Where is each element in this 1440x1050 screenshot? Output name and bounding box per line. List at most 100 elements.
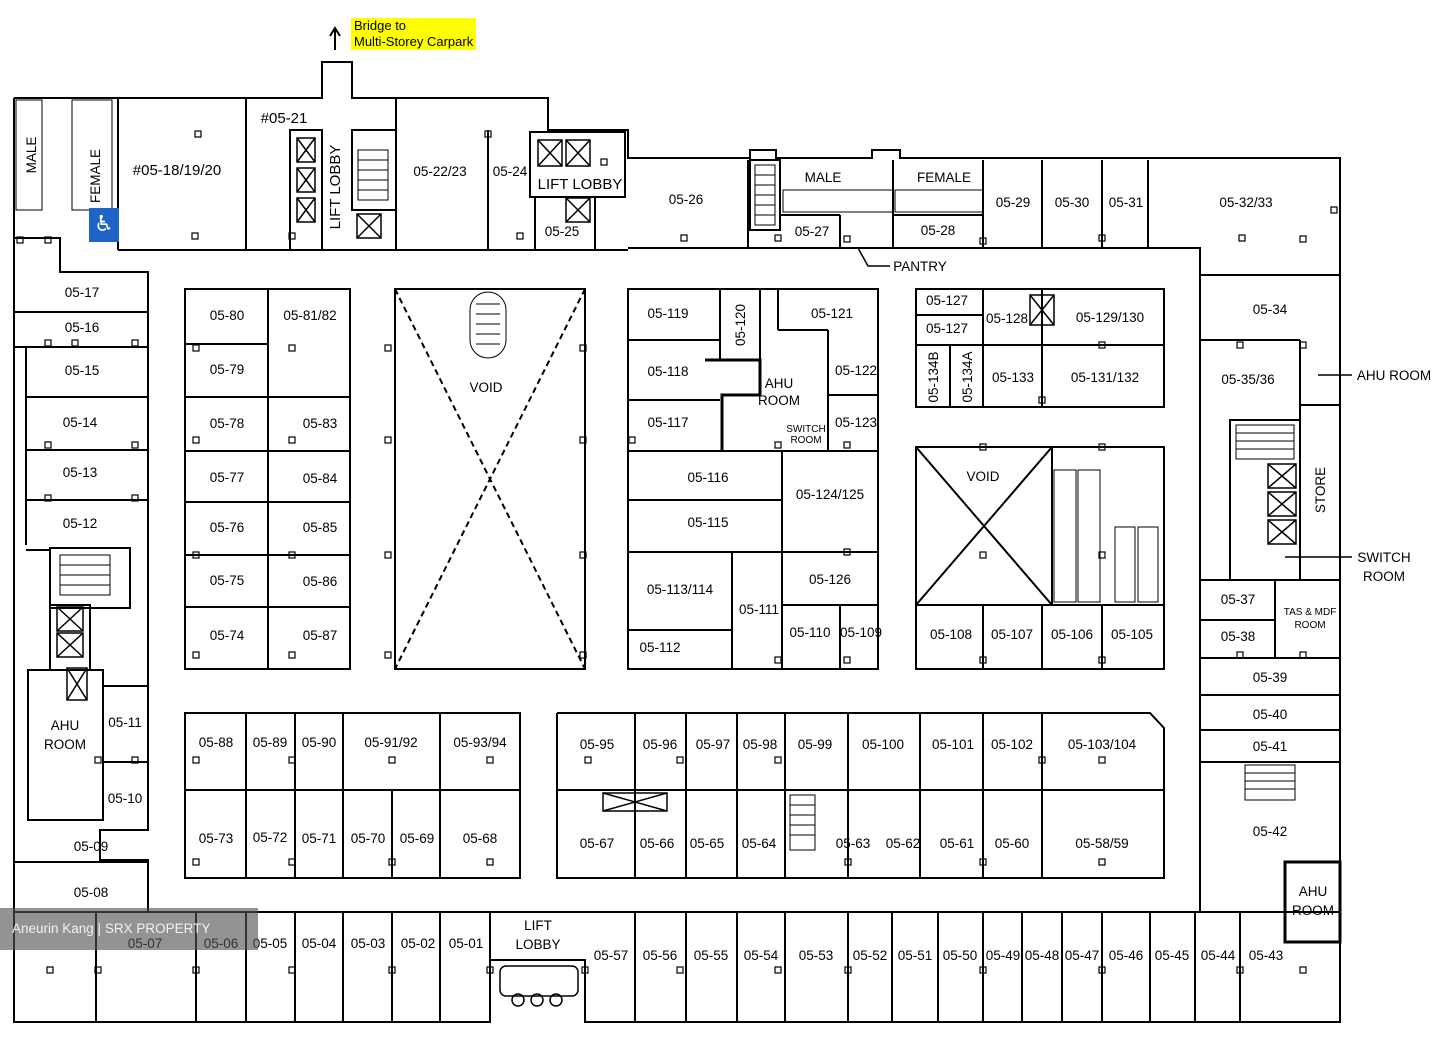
column-post bbox=[131, 441, 139, 449]
unit-05-85: 05-85 bbox=[303, 520, 338, 535]
unit-05-54: 05-54 bbox=[744, 948, 779, 963]
unit-05-50: 05-50 bbox=[943, 948, 978, 963]
void-left-diagonal bbox=[394, 288, 586, 670]
unit-05-30: 05-30 bbox=[1055, 195, 1090, 210]
right-lifts bbox=[1229, 419, 1301, 581]
unit-05-65: 05-65 bbox=[690, 836, 725, 851]
unit-05-110: 05-110 bbox=[789, 625, 830, 640]
column-post bbox=[288, 966, 296, 974]
unit-05-117: 05-117 bbox=[647, 415, 688, 430]
bridge-note: Bridge to Multi-Storey Carpark bbox=[351, 18, 477, 50]
bridge-note-line2: Multi-Storey Carpark bbox=[354, 34, 474, 49]
unit-05-124-125: 05-124/125 bbox=[796, 487, 864, 502]
unit-05-48: 05-48 bbox=[1025, 948, 1060, 963]
unit-05-133: 05-133 bbox=[992, 370, 1034, 385]
unit-05-128: 05-128 bbox=[986, 311, 1028, 326]
column-post bbox=[288, 551, 296, 559]
column-post bbox=[194, 130, 202, 138]
void-right bbox=[915, 446, 1165, 670]
column-post bbox=[288, 436, 296, 444]
unit-05-127-b: 05-127 bbox=[926, 321, 968, 336]
unit-05-58-59: 05-58/59 bbox=[1075, 836, 1128, 851]
column-post bbox=[192, 551, 200, 559]
column-post bbox=[192, 756, 200, 764]
column-post bbox=[388, 966, 396, 974]
column-post bbox=[579, 651, 587, 659]
column-post bbox=[1236, 966, 1244, 974]
column-post bbox=[676, 756, 684, 764]
unit-05-03: 05-03 bbox=[351, 936, 386, 951]
column-post bbox=[288, 651, 296, 659]
column-post bbox=[774, 756, 782, 764]
unit-05-134a: 05-134A bbox=[960, 351, 975, 402]
column-post bbox=[44, 441, 52, 449]
stair-top bbox=[351, 129, 397, 211]
unit-05-108: 05-108 bbox=[930, 627, 972, 642]
column-post bbox=[192, 344, 200, 352]
void-right-label: VOID bbox=[966, 469, 999, 484]
block-f bbox=[184, 712, 521, 879]
unit-05-41: 05-41 bbox=[1253, 739, 1288, 754]
pantry-arrow bbox=[857, 247, 890, 267]
ahu-left bbox=[27, 669, 104, 821]
column-post bbox=[676, 966, 684, 974]
unit-05-127-a: 05-127 bbox=[926, 293, 968, 308]
unit-05-29: 05-29 bbox=[996, 195, 1031, 210]
unit-05-63: 05-63 bbox=[836, 836, 871, 851]
unit-labels: 05-17 05-16 05-15 05-14 05-13 05-12 05-1… bbox=[24, 110, 1431, 963]
unit-05-90: 05-90 bbox=[302, 735, 337, 750]
unit-05-14: 05-14 bbox=[63, 415, 98, 430]
column-post bbox=[484, 130, 492, 138]
unit-05-09: 05-09 bbox=[74, 839, 109, 854]
column-post bbox=[680, 234, 688, 242]
store-label: STORE bbox=[1313, 467, 1328, 513]
column-post bbox=[384, 651, 392, 659]
column-post bbox=[191, 232, 199, 240]
unit-05-103-104: 05-103/104 bbox=[1068, 737, 1137, 752]
column-post bbox=[979, 551, 987, 559]
column-post bbox=[1236, 341, 1244, 349]
column-post bbox=[1299, 651, 1307, 659]
unit-05-83: 05-83 bbox=[303, 416, 338, 431]
unit-05-105: 05-105 bbox=[1111, 627, 1153, 642]
north-band-base bbox=[628, 247, 1285, 913]
ahu-right-label: AHU ROOM bbox=[1357, 368, 1431, 383]
unit-05-05: 05-05 bbox=[253, 936, 288, 951]
unit-05-123: 05-123 bbox=[835, 415, 877, 430]
unit-05-79: 05-79 bbox=[210, 362, 245, 377]
column-post bbox=[131, 756, 139, 764]
unit-05-70: 05-70 bbox=[351, 831, 386, 846]
column-post bbox=[192, 858, 200, 866]
column-post bbox=[71, 339, 79, 347]
bottom-lift-cars bbox=[499, 965, 579, 1007]
unit-05-76: 05-76 bbox=[210, 520, 245, 535]
unit-05-32-33: 05-32/33 bbox=[1219, 195, 1272, 210]
block-g bbox=[556, 712, 1165, 879]
unit-05-97: 05-97 bbox=[696, 737, 731, 752]
column-post bbox=[1238, 234, 1246, 242]
unit-05-126: 05-126 bbox=[809, 572, 851, 587]
column-post bbox=[486, 966, 494, 974]
unit-05-91-92: 05-91/92 bbox=[364, 735, 417, 750]
column-post bbox=[774, 441, 782, 449]
unit-05-11: 05-11 bbox=[108, 715, 142, 730]
unit-05-39: 05-39 bbox=[1253, 670, 1288, 685]
column-post bbox=[486, 756, 494, 764]
column-post bbox=[288, 344, 296, 352]
column-post bbox=[579, 344, 587, 352]
column-post bbox=[1098, 756, 1106, 764]
stair-right-top bbox=[749, 159, 781, 231]
column-post bbox=[1098, 234, 1106, 242]
unit-05-100: 05-100 bbox=[862, 737, 904, 752]
column-post bbox=[979, 443, 987, 451]
column-post bbox=[584, 756, 592, 764]
unit-05-02: 05-02 bbox=[401, 936, 436, 951]
unit-05-81-82: 05-81/82 bbox=[283, 308, 336, 323]
unit-05-69: 05-69 bbox=[400, 831, 435, 846]
column-post bbox=[1330, 206, 1338, 214]
female-left-label: FEMALE bbox=[88, 149, 103, 203]
unit-05-118: 05-118 bbox=[647, 364, 688, 379]
column-post bbox=[1098, 656, 1106, 664]
